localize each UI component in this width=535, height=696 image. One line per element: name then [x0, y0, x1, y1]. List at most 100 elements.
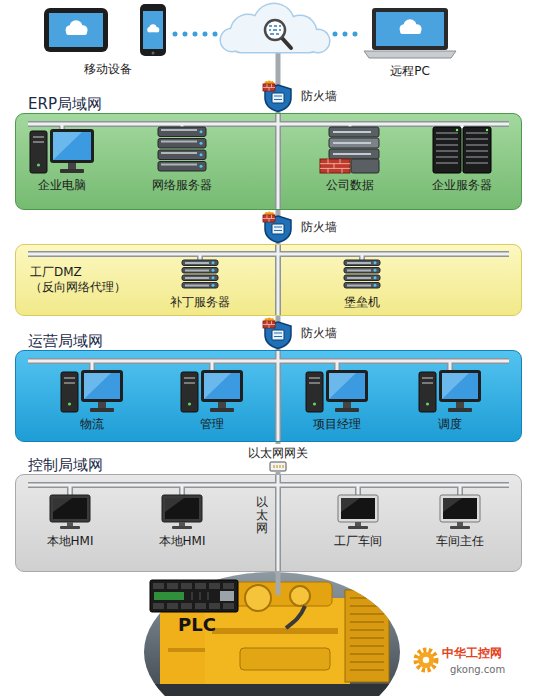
server-bay: [347, 262, 371, 264]
watermark-gear-part: [423, 657, 429, 663]
device-label: 堡垒机: [344, 295, 380, 310]
monitor-base: [90, 408, 114, 412]
ethernet-label: 以太网: [256, 496, 268, 536]
magnifier-symbol-part: [265, 20, 285, 40]
server-bay: [347, 277, 371, 279]
monitor-screen: [341, 498, 375, 519]
generator-photo-part: [205, 598, 350, 696]
monitor-base: [60, 169, 84, 173]
server-bay: [185, 270, 209, 272]
enterprise-server: 企业服务器: [427, 126, 497, 193]
rack-slot: [436, 156, 458, 158]
bus-line: [275, 114, 281, 209]
monitor-screen: [443, 498, 477, 519]
screen-glare: [204, 373, 231, 399]
bastion-host: 堡垒机: [338, 259, 386, 310]
bus-line: [179, 485, 185, 496]
rack-icon: [431, 126, 493, 174]
terminal-block: [223, 603, 234, 609]
server-unit: [344, 268, 380, 274]
hmi-monitor: 本地HMI: [155, 494, 210, 549]
enterprise-pc: 企业电脑: [25, 128, 99, 193]
server-bay: [185, 285, 209, 287]
workstation: 物流: [56, 369, 128, 432]
drive-slot: [422, 382, 433, 384]
operations-lan-band: 运营局域网物流管理项目经理调度: [15, 350, 522, 442]
monitor-base: [348, 526, 368, 529]
monitor-frame: [326, 370, 368, 402]
web-server: 网络服务器: [148, 126, 216, 193]
firewall: 防火墙: [263, 80, 337, 112]
bus-line: [28, 251, 509, 257]
server-unit: [344, 283, 380, 289]
floor-monitor: 工厂车间: [330, 494, 386, 549]
rack-slot: [466, 132, 488, 134]
firewall: 防火墙: [263, 317, 337, 349]
firewall-label: 防火墙: [301, 326, 337, 341]
brick-lines: [263, 321, 275, 328]
bus-line: [28, 121, 509, 127]
terminal-block: [167, 603, 178, 609]
device-label: 企业电脑: [38, 178, 86, 193]
screen-glare: [53, 498, 72, 512]
plc-module: [150, 580, 238, 612]
brick-wall: [263, 321, 275, 328]
workstation: 调度: [414, 369, 486, 432]
device-label: 物流: [80, 417, 104, 432]
patch-server: 补丁服务器: [166, 259, 234, 310]
monitor-base: [448, 408, 472, 412]
rack-led: [456, 129, 458, 131]
storage-bay: [333, 153, 371, 155]
screen-glare: [53, 132, 82, 160]
band-heading: 工厂DMZ （反向网络代理）: [30, 265, 142, 295]
monitor-frame: [50, 495, 90, 522]
plc-label: PLC: [148, 614, 278, 636]
label-box: 以太网: [256, 496, 268, 536]
brick-lines: [263, 215, 275, 222]
laptop-base: [364, 51, 456, 58]
pc-icon: [180, 369, 244, 413]
server-led: [212, 276, 215, 279]
storage-bay: [333, 142, 371, 144]
rack-led: [486, 129, 488, 131]
device-label: 公司数据: [326, 178, 374, 193]
rj45-port: [270, 462, 286, 471]
server-unit: [158, 150, 206, 160]
bus-line: [28, 123, 509, 126]
generator-photo-part: [286, 606, 305, 628]
cloud-base: [66, 30, 87, 35]
monitor-stand: [98, 402, 106, 408]
server-led: [374, 269, 377, 272]
bus-line: [277, 351, 280, 441]
bus-line: [357, 485, 360, 496]
firewall-icon: [263, 317, 293, 349]
generator-photo-part: [350, 598, 384, 670]
monitor2-icon: [336, 494, 380, 530]
power-led: [37, 163, 40, 166]
ethernet-link: [276, 442, 281, 444]
firewall-icon: [263, 211, 293, 243]
generator-photo-part: [150, 684, 400, 696]
screen-glare: [329, 373, 356, 399]
cloud-shape-part: [221, 4, 329, 52]
dmz-band: 工厂DMZ （反向网络代理） 补丁服务器堡垒机: [15, 244, 522, 316]
storage-unit: [329, 149, 379, 159]
server-unit: [344, 275, 380, 281]
server-bay: [185, 277, 209, 279]
server-bay: [161, 164, 197, 166]
terminal-block: [181, 583, 192, 589]
bus-line: [457, 485, 463, 496]
server-unit: [158, 127, 206, 137]
magnifier-symbol-part: [269, 26, 281, 34]
storage-bay: [333, 131, 371, 133]
generator-photo-part: [212, 628, 338, 634]
monitor-screen: [84, 373, 120, 399]
tower-case: [181, 372, 198, 412]
server-icon: [180, 259, 220, 291]
drive-slot: [309, 377, 320, 379]
bus-line: [275, 351, 281, 441]
server-bay: [161, 152, 197, 154]
monitor-stand: [355, 522, 361, 526]
remote-pc: 远程PC: [362, 6, 458, 79]
